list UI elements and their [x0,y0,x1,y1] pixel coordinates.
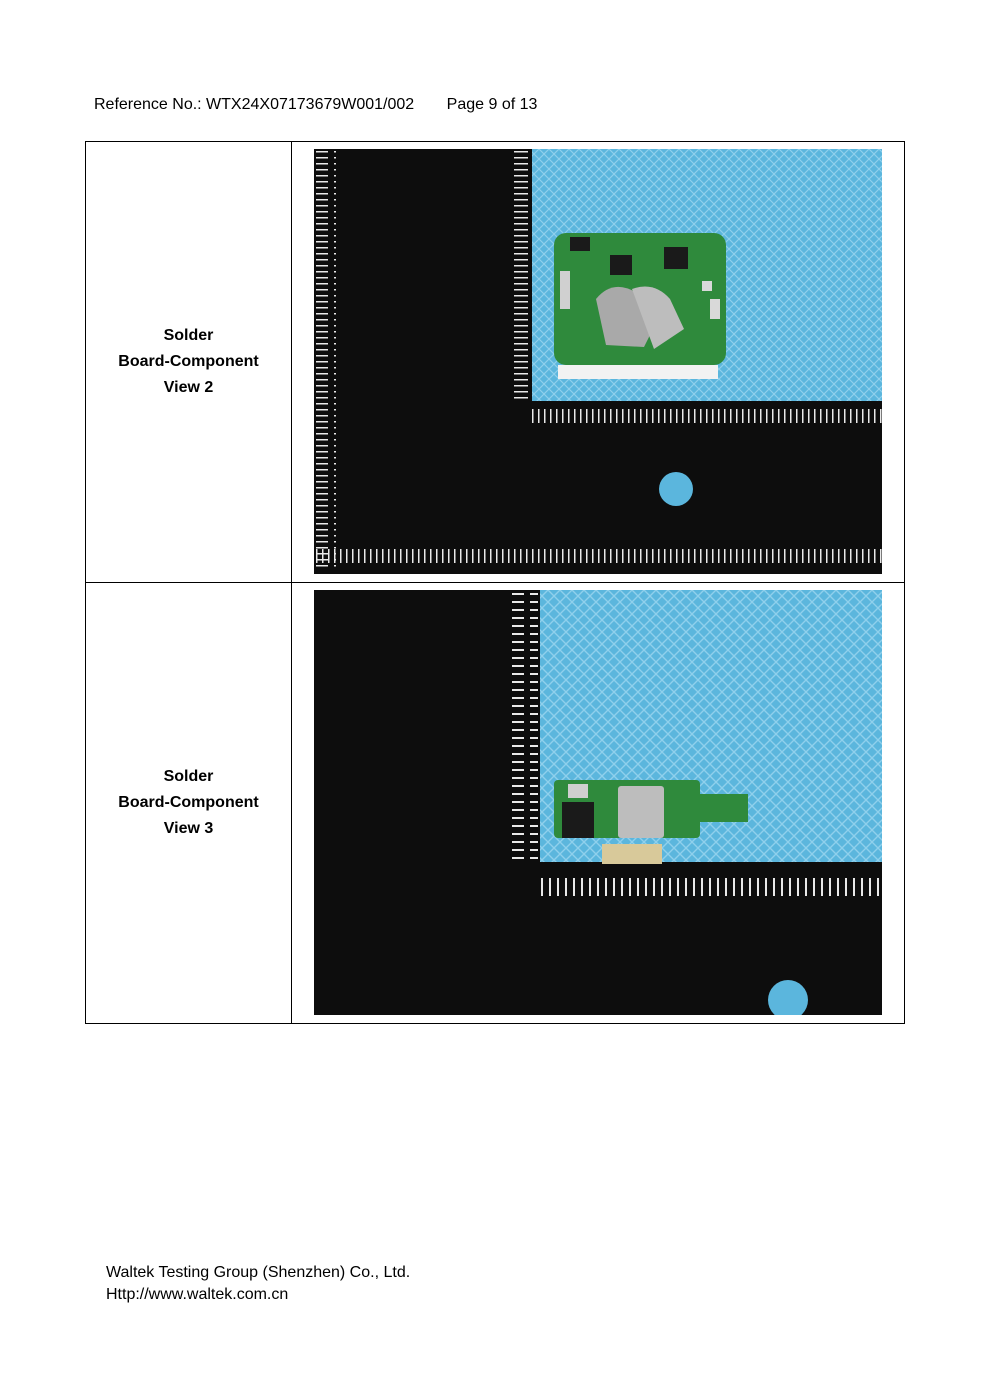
company-url[interactable]: Http://www.waltek.com.cn [106,1286,289,1303]
label-line: View 2 [163,379,214,396]
photo-illustration [314,590,882,1015]
photo-cell [291,141,905,583]
board-photo-view-3 [314,590,882,1015]
photo-table: Solder Board-Component View 2 [85,141,905,1024]
label-line: View 3 [163,820,214,837]
page-header: Reference No.: WTX24X07173679W001/002 Pa… [94,96,537,114]
table-row: Solder Board-Component View 2 [85,141,905,583]
photo-cell [291,582,905,1024]
label-line: Solder [163,768,214,785]
label-line: Board-Component [118,353,259,370]
company-name: Waltek Testing Group (Shenzhen) Co., Ltd… [106,1264,411,1281]
label-line: Board-Component [118,794,259,811]
label-line: Solder [163,327,214,344]
row-label: Solder Board-Component View 3 [85,582,292,1024]
photo-illustration [314,149,882,574]
page-footer: Waltek Testing Group (Shenzhen) Co., Ltd… [106,1262,410,1306]
page-number: Page 9 of 13 [446,96,538,113]
row-label: Solder Board-Component View 2 [85,141,292,583]
reference-number: Reference No.: WTX24X07173679W001/002 [94,96,415,113]
pcb-board [554,233,726,379]
board-photo-view-2 [314,149,882,574]
pcb-board [554,780,748,864]
table-row: Solder Board-Component View 3 [85,582,905,1024]
